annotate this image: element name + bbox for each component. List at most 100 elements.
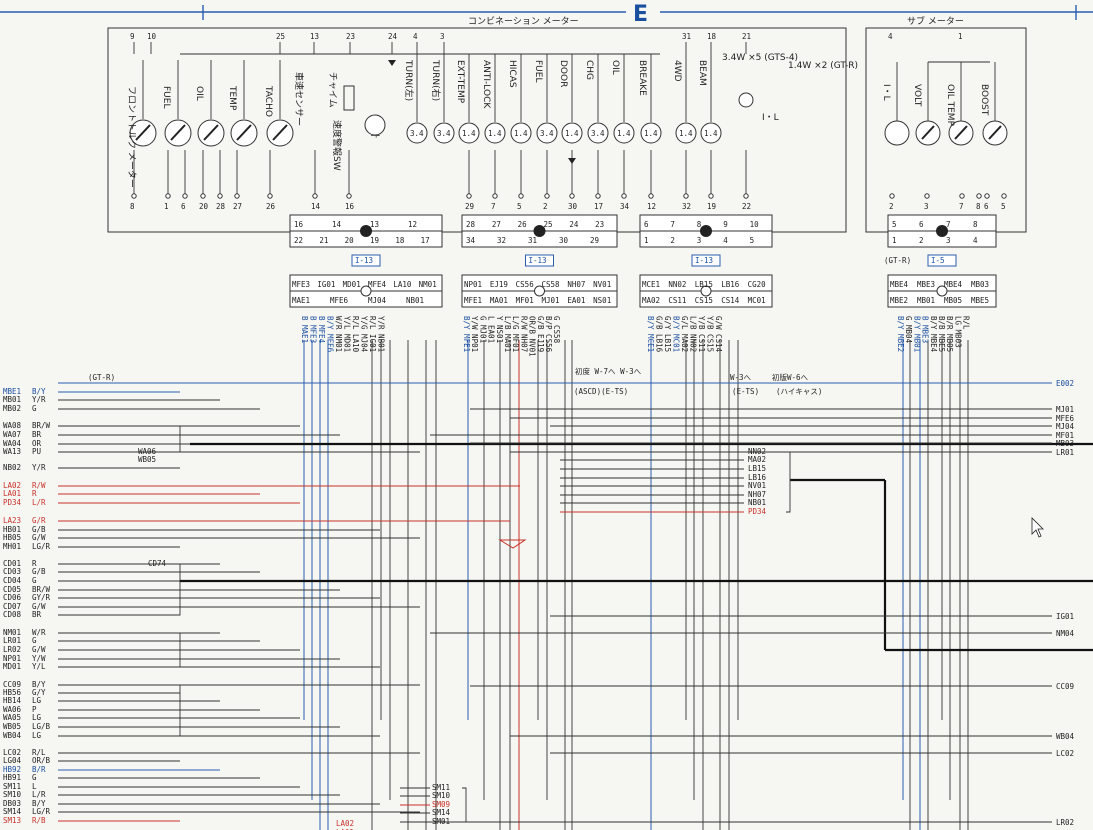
wire-color: BR	[32, 610, 42, 619]
right-wire-code: E002	[1056, 379, 1074, 388]
meter-top-pin: 13	[310, 32, 319, 41]
wire-code: MBE1	[3, 387, 21, 396]
wire-color: Y/R	[32, 463, 46, 472]
lamp-value: 1.4	[462, 129, 476, 138]
vertical-wire-label: B/P CS56	[544, 316, 553, 353]
vertical-wire-label: G MB04	[904, 316, 913, 344]
connector-pin: 32	[497, 236, 506, 245]
right-wire-code: NM04	[1056, 629, 1075, 638]
vertical-wire-label: B MAE1	[300, 316, 309, 343]
meter-misc-label: 速度警報SW	[331, 120, 343, 171]
meter-top-pin: 10	[147, 32, 157, 41]
vertical-wire-label: Y/B CS15	[706, 316, 715, 352]
gauge-needle-icon	[236, 124, 252, 141]
wire-code: LA23	[3, 516, 21, 525]
wire-color: L	[32, 782, 37, 791]
vertical-wire-label: Y NS01	[495, 316, 504, 343]
meter-bottom-terminal	[182, 193, 188, 199]
vertical-wire-label: B/Y MBE2	[896, 316, 905, 352]
harness-pin: MFE4	[368, 280, 387, 289]
connector-pin: 27	[492, 220, 501, 229]
mid-bus-label: WB05	[138, 455, 156, 464]
combination-meter-title: コンビネーション メーター	[468, 16, 579, 27]
wire-color: G/Y	[32, 688, 46, 697]
harness-pin: NB01	[406, 296, 424, 305]
sub-bottom-terminal	[1001, 193, 1007, 199]
sub-bottom-pin: 5	[1001, 202, 1006, 211]
vertical-wire-label: B MFE4	[317, 316, 326, 344]
vertical-wire-label: B MFE3	[309, 316, 318, 343]
gauge-needle-icon	[921, 125, 935, 140]
lamp-label: CHG	[584, 60, 594, 80]
vertical-wire-label: G/B LB16	[655, 316, 664, 353]
connector-pin: 5	[750, 236, 755, 245]
meter-bottom-terminal	[544, 193, 550, 199]
gauge-label: FUEL	[161, 86, 171, 108]
harness-pin: EA01	[567, 296, 585, 305]
harness-pin: MA02	[642, 296, 660, 305]
vertical-wire-label: R/W NH07	[519, 316, 528, 352]
meter-bottom-terminal	[131, 193, 137, 199]
harness-pin: NN02	[668, 280, 686, 289]
meter-misc-label: 車速センサー	[293, 72, 305, 126]
sub-gauge-icon	[884, 120, 910, 146]
vertical-wire-label: L EA01	[487, 316, 496, 343]
connector-tag	[351, 254, 381, 267]
lamp-value: 1.4	[704, 129, 718, 138]
right-wire-code: IG01	[1056, 612, 1074, 621]
bottom-left-code: LA02	[336, 819, 354, 828]
connector-pin: 14	[332, 220, 342, 229]
vertical-wire-label: B/Y MB01	[912, 316, 921, 352]
wire-color: G/B	[32, 567, 46, 576]
harness-pin: NM01	[419, 280, 437, 289]
wire-color: GY/R	[32, 593, 51, 602]
right-wire-code: WB04	[1056, 732, 1075, 741]
right-wire-code: LR01	[1056, 448, 1074, 457]
gauge-needle-icon	[988, 125, 1002, 140]
harness-pin: CS56	[516, 280, 535, 289]
right-group-code: LB16	[748, 473, 767, 482]
harness-pin: MFE6	[330, 296, 349, 305]
right-group-code: LB15	[748, 464, 766, 473]
wire-code: HB05	[3, 533, 21, 542]
wire-code: CD01	[3, 559, 21, 568]
wire-color: Y/R	[32, 395, 46, 404]
connector-pin: 20	[345, 236, 355, 245]
harness-pin: MBE2	[890, 296, 908, 305]
meter-bottom-terminal	[621, 193, 627, 199]
vertical-wire-label: R/L IG01	[368, 316, 377, 352]
lamp-label: DOOR	[558, 60, 568, 87]
gauge-label: TACHO	[263, 85, 273, 117]
harness-pin: CS11	[668, 296, 686, 305]
harness-pin: NH07	[567, 280, 585, 289]
right-group-code: NV01	[748, 481, 766, 490]
meter-bottom-pin: 17	[594, 202, 603, 211]
meter-bottom-terminal	[708, 193, 714, 199]
vertical-wire-label: G/Y LB15	[663, 316, 672, 352]
connector-pin: 7	[670, 220, 675, 229]
vertical-wire-label: B/B MBE5	[937, 316, 946, 352]
wire-color: BR/W	[32, 585, 51, 594]
connector-tag-label: I-13	[695, 256, 713, 265]
connector-key-icon	[533, 225, 546, 237]
wire-color: G	[32, 636, 37, 645]
meter-bottom-pin: 14	[311, 202, 321, 211]
wire-code: MH01	[3, 542, 21, 551]
note-ascd: 初度 W-7へ W-3へ	[575, 366, 642, 376]
wire-code: CD05	[3, 585, 21, 594]
connector-pin: 8	[697, 220, 702, 229]
harness-key-icon	[360, 285, 372, 297]
connector-pin: 34	[466, 236, 476, 245]
connector-tag	[927, 254, 957, 267]
lamp-icon	[406, 122, 428, 144]
harness-pin: MF01	[516, 296, 534, 305]
wire-color: G	[32, 773, 37, 782]
wire-code: NP01	[3, 654, 21, 663]
gauge-label: フロントトルク メーター	[126, 86, 137, 188]
gauge-needle-icon	[203, 124, 219, 141]
vertical-wire-label: Y/W NP01	[470, 316, 479, 352]
vertical-wire-label: Y/L MD01	[343, 316, 352, 352]
wire-code: HB92	[3, 765, 21, 774]
lamp-icon	[510, 122, 532, 144]
